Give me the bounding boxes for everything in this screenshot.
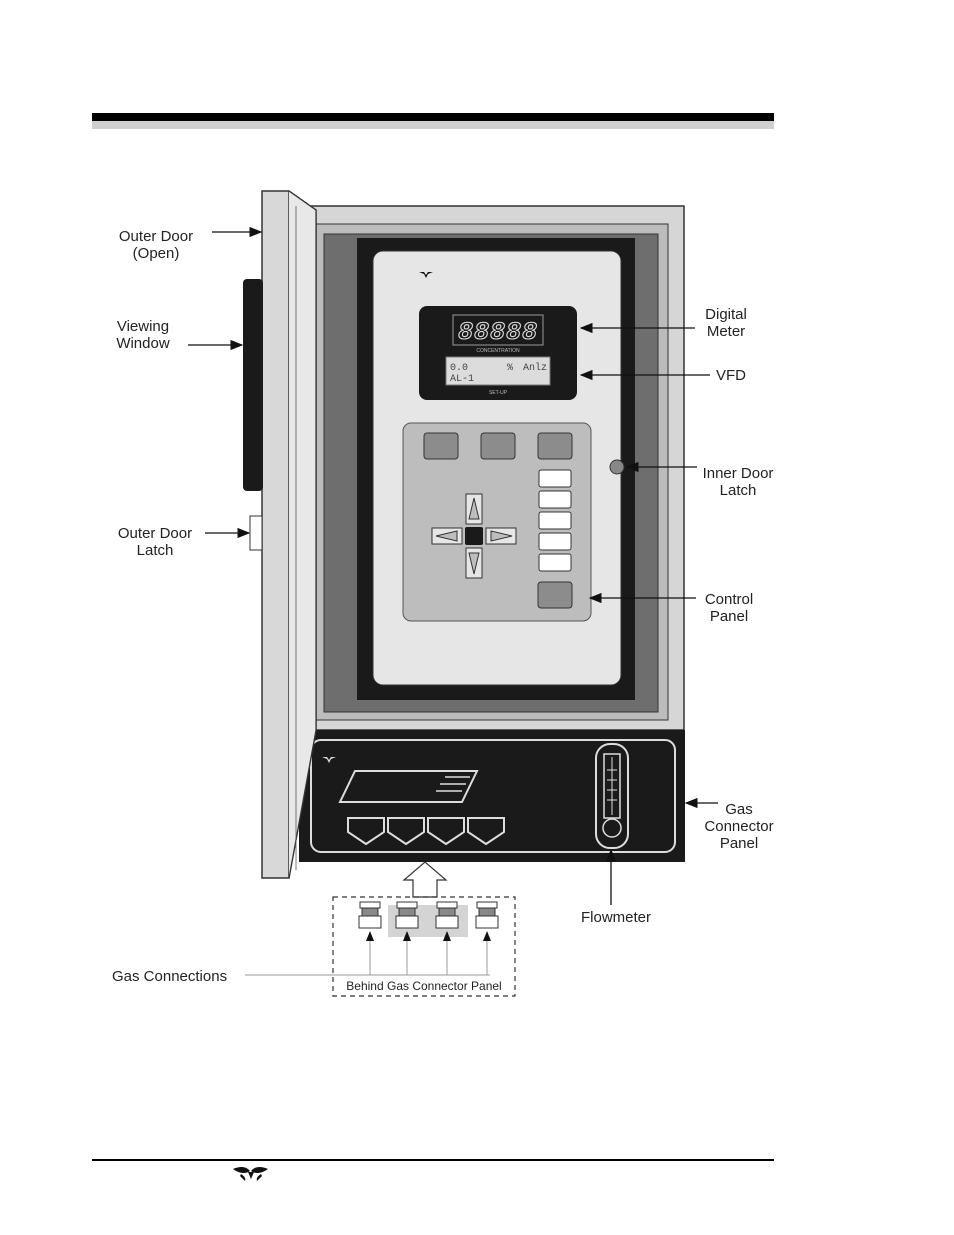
label-gcp-panel: Panel [720,835,758,852]
label-connector: Connector [704,818,773,835]
dpad-center [465,527,483,545]
side-key-5[interactable] [539,554,571,571]
side-key-2[interactable] [539,491,571,508]
label-meter: Meter [707,323,745,340]
side-key-3[interactable] [539,512,571,529]
vfd-line1-left: 0.0 [450,363,468,374]
label-panel: Panel [710,608,748,625]
display-block: 88888 CONCENTRATION 0.0 % Anlz AL-1 SET-… [419,306,577,400]
fitting-2-icon [396,902,418,928]
label-digital: Digital [705,306,747,323]
viewing-window [243,279,263,491]
side-key-4[interactable] [539,533,571,550]
label-window: Window [116,335,170,352]
vfd-line1-unit: % [507,363,513,374]
label-inner-door: Inner Door [703,465,774,482]
vfd-caption: SET-UP [489,390,508,396]
vfd-line1-right: Anlz [523,362,547,374]
function-key-2[interactable] [481,433,515,459]
footer-rule [92,1159,774,1161]
label-control: Control [705,591,753,608]
label-vfd: VFD [716,367,746,384]
fitting-3-icon [436,902,458,928]
outer-door [243,191,316,878]
label-viewing: Viewing [117,318,169,335]
gas-connector-panel [299,730,685,862]
fitting-1-icon [359,902,381,928]
control-panel-keypad [403,423,591,621]
inner-door-latch-knob[interactable] [610,460,624,474]
label-latch: Latch [137,542,174,559]
up-arrow-icon [404,862,446,897]
gas-connections-box: Behind Gas Connector Panel [245,897,515,996]
vfd-line2: AL-1 [450,374,474,385]
label-gas-connections: Gas Connections [112,968,227,985]
footer-logo-icon [233,1167,268,1181]
side-key-1[interactable] [539,470,571,487]
function-key-1[interactable] [424,433,458,459]
label-flowmeter: Flowmeter [581,909,651,926]
function-key-3[interactable] [538,433,572,459]
fitting-4-icon [476,902,498,928]
behind-panel-label: Behind Gas Connector Panel [346,979,501,993]
digital-meter-digits: 88888 [458,318,538,347]
label-outer-door-open: (Open) [133,245,180,262]
enter-key[interactable] [538,582,572,608]
digital-meter-caption: CONCENTRATION [476,348,520,354]
label-inner-latch: Latch [720,482,757,499]
label-outer-door-latch: Outer Door [118,525,192,542]
outer-door-latch[interactable] [250,516,262,550]
label-outer-door: Outer Door [119,228,193,245]
label-gas: Gas [725,801,753,818]
